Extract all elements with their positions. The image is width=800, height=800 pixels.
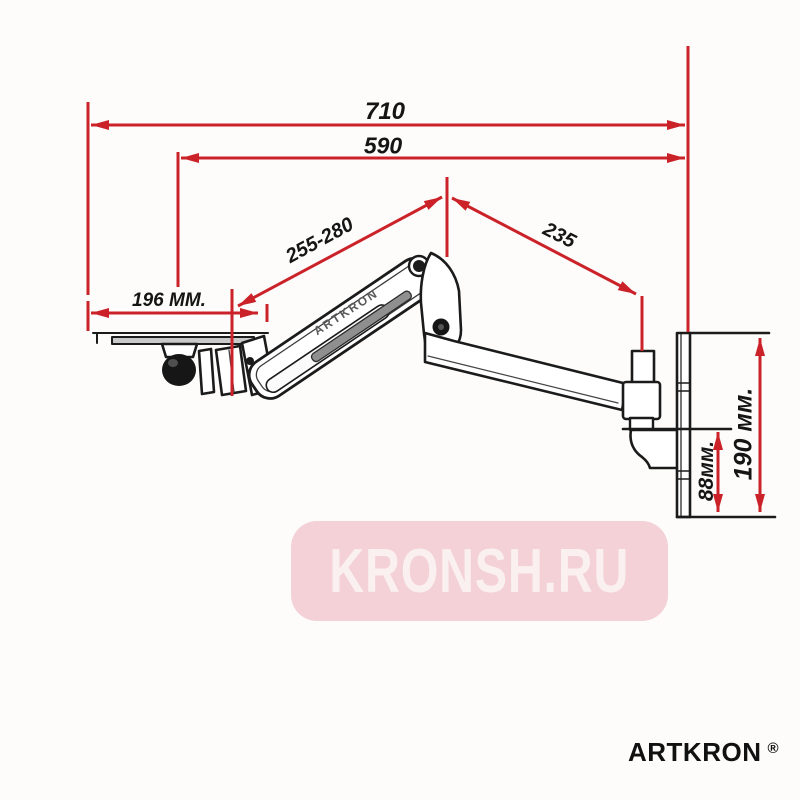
watermark-text: KRONSH.RU <box>329 536 630 606</box>
wall-post <box>630 349 656 385</box>
registered-trademark-symbol: ® <box>767 740 779 757</box>
tilt-knob <box>162 354 196 386</box>
dim-label-710: 710 <box>364 98 406 125</box>
wall-plate <box>621 331 777 519</box>
footer-brand: ARTKRON ® <box>628 737 779 768</box>
forearm <box>423 331 629 412</box>
dim-label-190: 190 мм. <box>729 387 758 481</box>
dim-line-235 <box>451 196 637 296</box>
dim-label-590: 590 <box>363 132 403 159</box>
wall-joint-body <box>621 380 662 421</box>
dim-label-88: 88мм. <box>695 440 718 502</box>
dim-line-255-280 <box>237 195 443 308</box>
wall-bracket-foot <box>629 428 680 470</box>
footer-brand-name: ARTKRON <box>628 737 762 767</box>
gas-spring-arm <box>247 256 437 400</box>
watermark-badge: KRONSH.RU <box>291 521 668 621</box>
wall-joint <box>621 349 680 470</box>
dim-label-196: 196 MM. <box>132 290 206 311</box>
